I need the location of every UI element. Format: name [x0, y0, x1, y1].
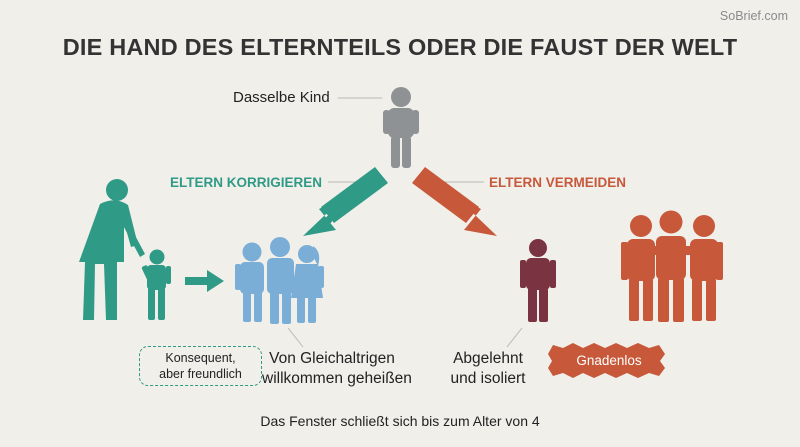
outcome-rejected-line-2: und isoliert	[450, 370, 526, 387]
outcome-rejected-line-1: Abgelehnt	[453, 350, 523, 367]
label-correct: ELTERN KORRIGIEREN	[170, 175, 323, 190]
toddler-figure	[141, 249, 171, 320]
outcome-welcome-line-2: willkommen geheißen	[262, 370, 412, 387]
leader-line-welcome	[287, 327, 304, 348]
footer-note: Das Fenster schließt sich bis zum Alter …	[260, 413, 540, 429]
outcome-welcome: Von Gleichaltrigen willkommen geheißen	[262, 349, 412, 389]
isolated-child-figure	[520, 239, 556, 322]
badge-consistent: Konsequent, aber freundlich	[139, 346, 262, 386]
arrow-correct	[303, 167, 388, 236]
leader-line-rejected	[506, 327, 523, 348]
badge-merciless: Gnadenlos	[553, 343, 665, 379]
badge-consistent-line-1: Konsequent,	[165, 351, 236, 365]
outcome-welcome-line-1: Von Gleichaltrigen	[269, 350, 395, 367]
outcome-rejected: Abgelehnt und isoliert	[440, 349, 536, 389]
parent-figure	[79, 179, 145, 320]
badge-consistent-line-2: aber freundlich	[159, 367, 242, 381]
arrow-avoid	[412, 167, 497, 236]
top-label: Dasselbe Kind	[233, 89, 330, 106]
merciless-badge-shape	[548, 343, 665, 378]
badge-merciless-label: Gnadenlos	[576, 353, 642, 368]
watermark: SoBrief.com	[719, 9, 788, 23]
peer-group-merciless	[621, 210, 723, 322]
peer-group-welcome	[235, 237, 324, 324]
label-avoid: ELTERN VERMEIDEN	[489, 175, 627, 190]
arrow-small	[185, 270, 224, 292]
same-child-figure	[383, 87, 419, 168]
page-title: DIE HAND DES ELTERNTEILS ODER DIE FAUST …	[62, 34, 738, 60]
